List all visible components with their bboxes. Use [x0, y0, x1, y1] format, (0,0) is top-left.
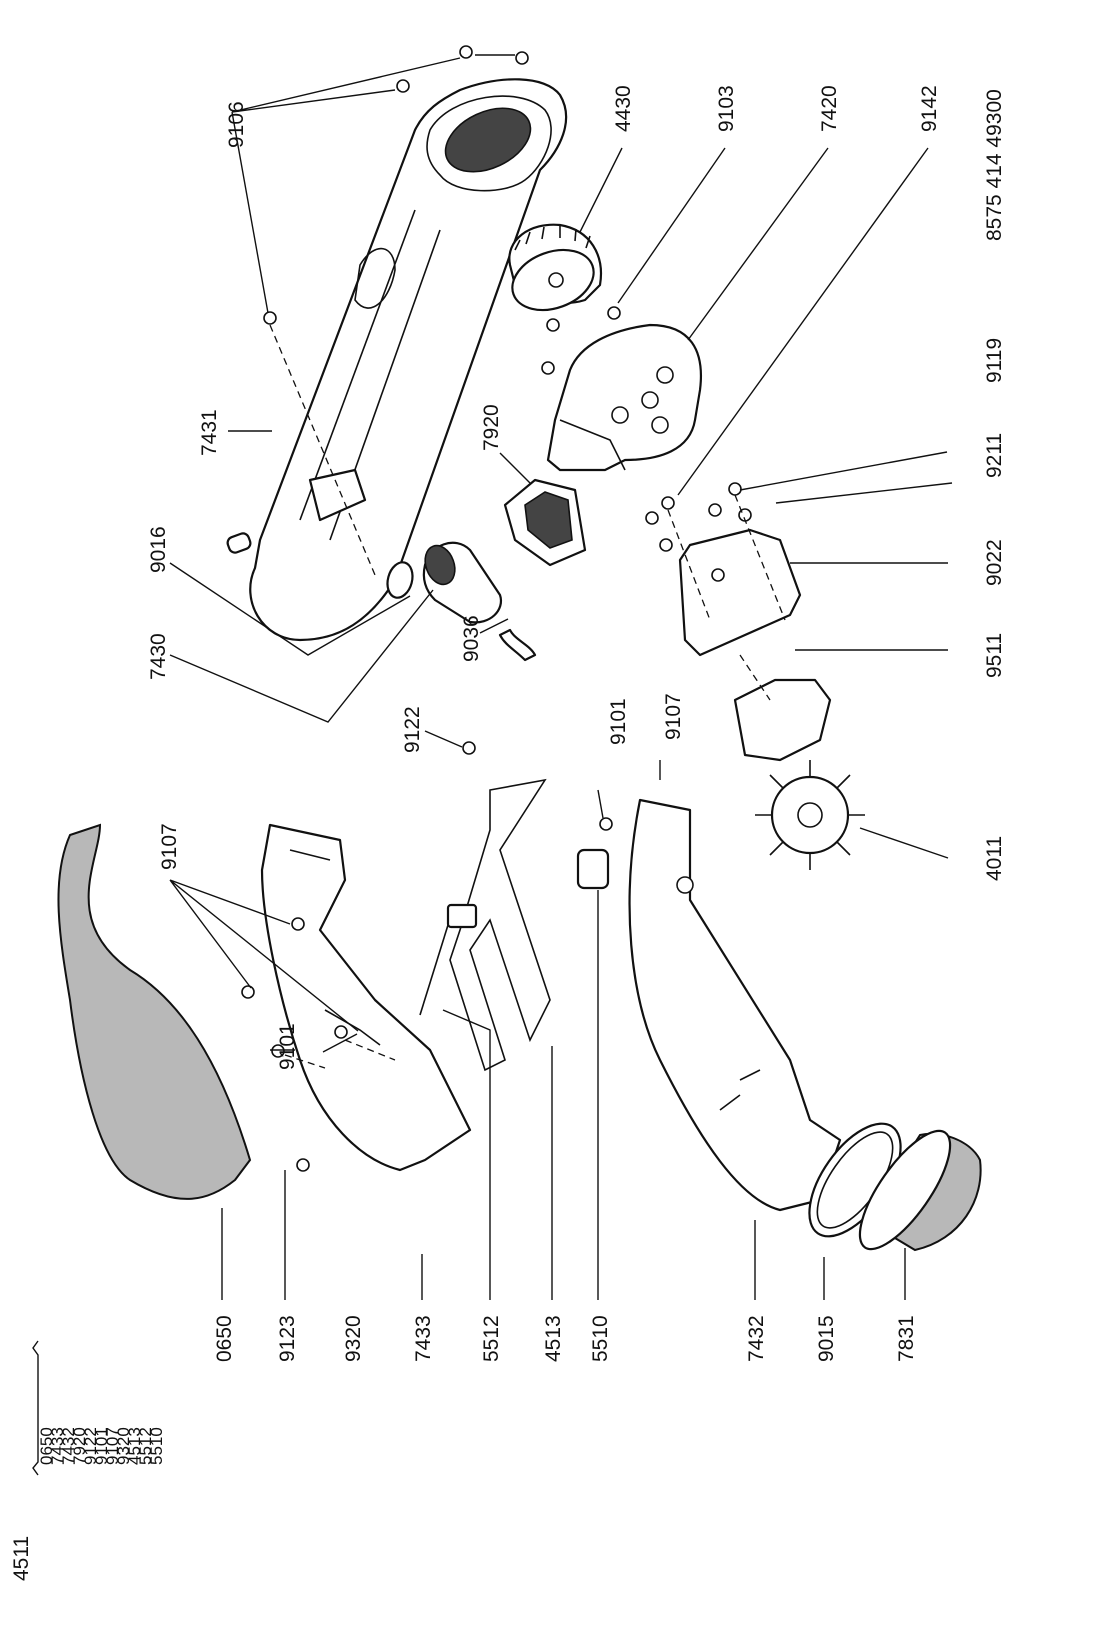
label-9123: 9123 — [276, 1315, 299, 1362]
kit-item: 0650 — [37, 1427, 56, 1465]
label-9015: 9015 — [815, 1315, 838, 1362]
thermostat-probe-5512 — [419, 903, 478, 1016]
label-4430: 4430 — [612, 85, 635, 132]
kit-item: 7433 — [48, 1427, 67, 1465]
label-9107-upper: 9107 — [662, 693, 685, 740]
air-duct-7431 — [226, 78, 568, 642]
kit-item: 9101 — [92, 1427, 111, 1465]
motor-bracket-9022 — [678, 528, 802, 657]
label-7432: 7432 — [745, 1315, 768, 1362]
label-7430: 7430 — [147, 633, 170, 680]
motor-4011 — [733, 678, 865, 870]
part-labels: 9106 4430 9103 7420 9142 8575 414 49300 … — [147, 85, 1006, 1362]
label-4513: 4513 — [542, 1315, 565, 1362]
label-9103: 9103 — [715, 85, 738, 132]
label-9106: 9106 — [225, 101, 248, 148]
label-9320: 9320 — [342, 1315, 365, 1362]
label-9119: 9119 — [983, 338, 1006, 383]
label-9101-lower: 9101 — [276, 1023, 299, 1070]
nozzle-7831 — [858, 1129, 982, 1252]
duct-elbow-7430 — [386, 541, 503, 624]
label-5512: 5512 — [480, 1315, 503, 1362]
fan-wheel-4430 — [508, 223, 603, 312]
kit-item-list: 0650743374327920912291019107932045135512… — [37, 1427, 166, 1465]
label-9016: 9016 — [147, 526, 170, 573]
fan-housing-7420 — [546, 323, 702, 472]
kit-item: 5510 — [147, 1427, 166, 1465]
kit-item: 7432 — [59, 1427, 78, 1465]
label-5510: 5510 — [589, 1315, 612, 1362]
clip-9036 — [498, 628, 537, 662]
label-9107-lower: 9107 — [158, 823, 181, 870]
kit-code: 4511 — [10, 1536, 33, 1581]
heater-duct-7432 — [628, 798, 842, 1212]
label-7420: 7420 — [818, 85, 841, 132]
label-0650: 0650 — [213, 1315, 236, 1362]
thermostat-5510 — [576, 848, 610, 890]
seal-block-7920 — [503, 478, 587, 567]
label-9101-upper: 9101 — [607, 698, 630, 745]
cover-panel-0650 — [57, 823, 252, 1200]
kit-item: 9122 — [81, 1427, 100, 1465]
leader-lines — [32, 54, 953, 1476]
kit-brace: 4511 06507433743279209122910191079320451… — [10, 1427, 166, 1581]
kit-item: 4513 — [125, 1427, 144, 1465]
duct-mesh-screen — [444, 107, 532, 173]
screws — [241, 45, 752, 1172]
kit-item: 5512 — [136, 1427, 155, 1465]
label-9511: 9511 — [983, 633, 1006, 678]
label-9022: 9022 — [983, 539, 1006, 586]
label-7920: 7920 — [480, 404, 503, 451]
label-9036: 9036 — [460, 615, 483, 662]
label-9122: 9122 — [401, 706, 424, 753]
kit-item: 9320 — [114, 1427, 133, 1465]
assembly-lines — [269, 324, 786, 1069]
label-7431: 7431 — [198, 409, 221, 456]
label-9211: 9211 — [983, 433, 1006, 478]
heating-element-4513 — [449, 778, 551, 1072]
label-7831: 7831 — [895, 1315, 918, 1362]
kit-item: 9107 — [103, 1427, 122, 1465]
label-4011: 4011 — [983, 836, 1006, 881]
heater-duct-7433 — [260, 823, 472, 1172]
kit-item: 7920 — [70, 1427, 89, 1465]
label-part-number: 8575 414 49300 — [983, 89, 1006, 241]
label-7433: 7433 — [412, 1315, 435, 1362]
label-9142: 9142 — [918, 85, 941, 132]
